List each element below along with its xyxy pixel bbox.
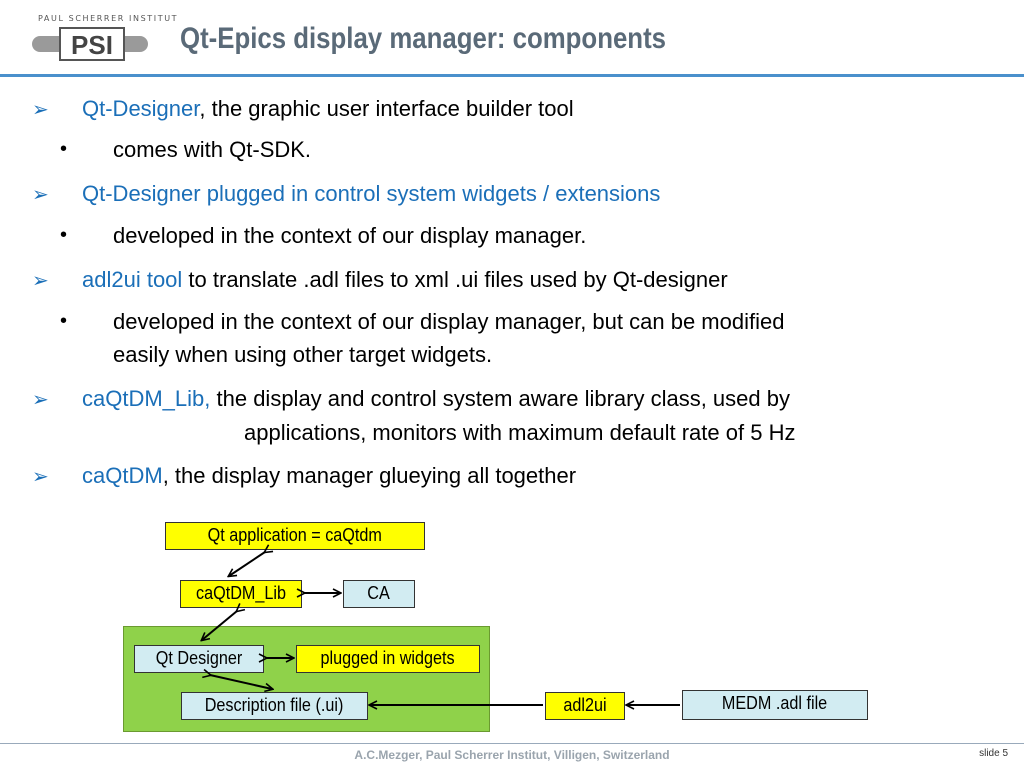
arrow-bullet-icon: ➢ <box>32 389 49 411</box>
medm-file-box: MEDM .adl file <box>682 690 868 720</box>
item-text: , the display manager glueying all toget… <box>162 463 577 488</box>
arrow-bullet-icon: ➢ <box>32 466 49 488</box>
list-item-continuation: applications, monitors with maximum defa… <box>244 420 796 445</box>
logo-text: PAUL SCHERRER INSTITUT <box>38 14 179 23</box>
logo-mark: PSI <box>71 30 113 60</box>
qt-application-box: Qt application = caQtdm <box>165 522 425 550</box>
qt-designer-box: Qt Designer <box>134 645 264 673</box>
item-text: the display and control system aware lib… <box>210 386 791 411</box>
list-item: caQtDM_Lib, the display and control syst… <box>82 386 790 412</box>
list-item-continuation: easily when using other target widgets. <box>113 342 493 367</box>
item-text: , the graphic user interface builder too… <box>199 96 574 121</box>
caqtdm-lib-box: caQtDM_Lib <box>180 580 302 608</box>
item-highlight: Qt-Designer <box>82 96 200 121</box>
list-item: developed in the context of our display … <box>113 309 785 334</box>
adl2ui-box: adl2ui <box>545 692 625 720</box>
item-highlight: caQtDM <box>82 463 163 488</box>
list-item: caQtDM, the display manager glueying all… <box>82 463 576 489</box>
slide-number: slide 5 <box>979 748 1008 759</box>
arrow-bullet-icon: ➢ <box>32 99 49 121</box>
item-text: to translate .adl files to xml .ui files… <box>182 267 728 292</box>
header-divider <box>0 74 1024 77</box>
dot-bullet-icon: • <box>60 310 68 332</box>
item-highlight: adl2ui tool <box>82 267 183 292</box>
slide-title: Qt-Epics display manager: components <box>180 22 667 55</box>
footer-divider <box>0 743 1024 744</box>
arrow-app-lib <box>229 552 265 576</box>
psi-logo-icon: PSI <box>32 27 148 61</box>
dot-bullet-icon: • <box>60 138 68 160</box>
plugged-widgets-box: plugged in widgets <box>296 645 480 673</box>
psi-logo: PAUL SCHERRER INSTITUT PSI <box>30 14 177 64</box>
footer-credit: A.C.Mezger, Paul Scherrer Institut, Vill… <box>354 748 670 762</box>
ca-box: CA <box>343 580 415 608</box>
arrow-designer-desc <box>210 675 272 689</box>
list-item: Qt-Designer, the graphic user interface … <box>82 96 574 122</box>
description-file-box: Description file (.ui) <box>181 692 368 720</box>
list-item: Qt-Designer plugged in control system wi… <box>82 181 661 206</box>
arrow-bullet-icon: ➢ <box>32 184 49 206</box>
item-highlight: caQtDM_Lib, <box>82 386 211 411</box>
arrow-bullet-icon: ➢ <box>32 270 49 292</box>
list-item: developed in the context of our display … <box>113 223 587 248</box>
list-item: comes with Qt-SDK. <box>113 137 312 162</box>
arrow-lib-designer <box>202 611 237 640</box>
dot-bullet-icon: • <box>60 224 68 246</box>
list-item: adl2ui tool to translate .adl files to x… <box>82 267 728 293</box>
